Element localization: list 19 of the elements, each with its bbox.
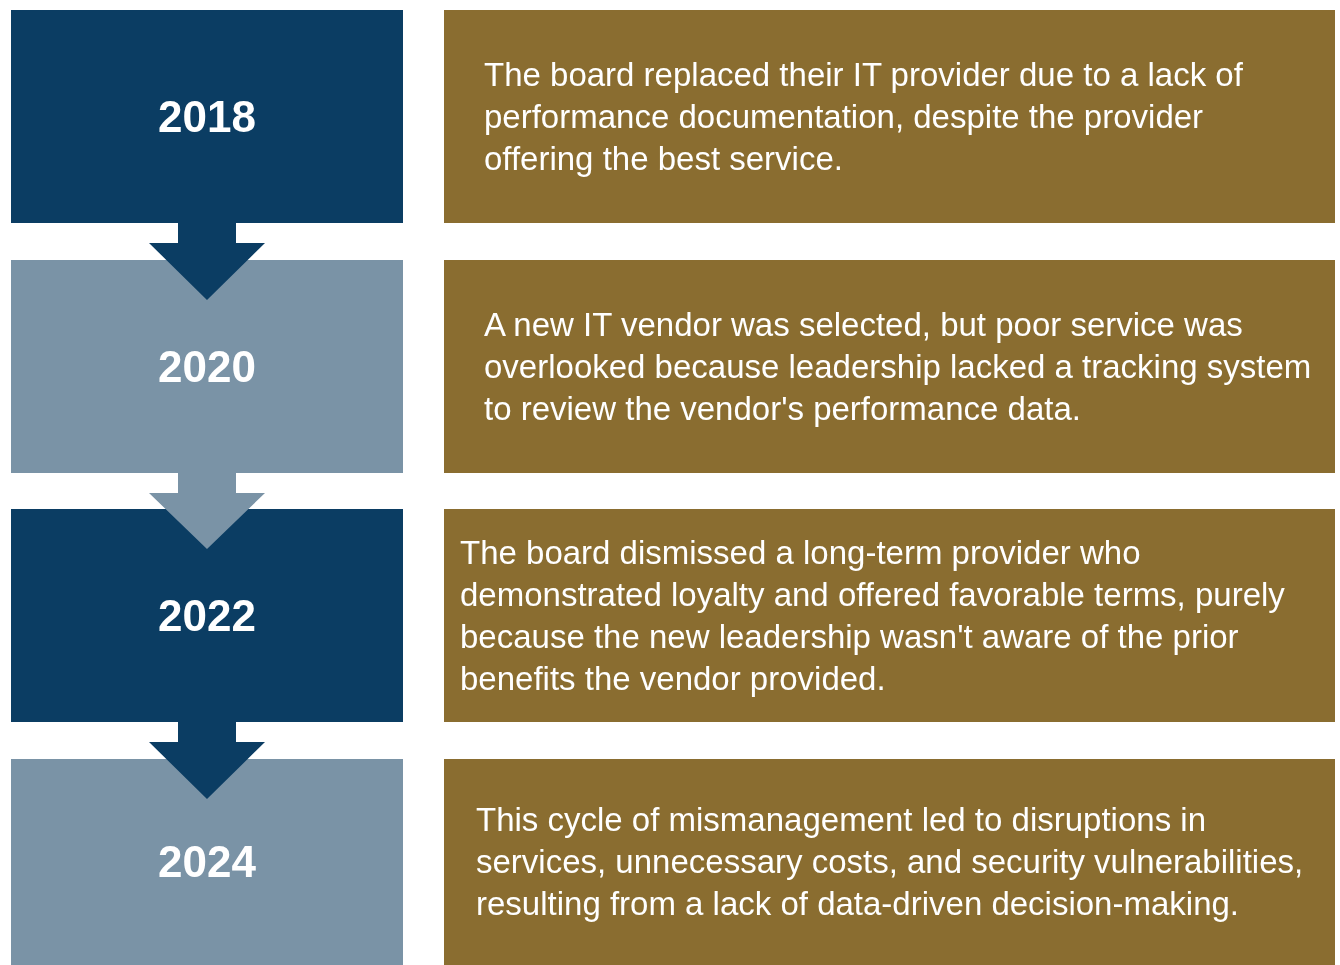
- block-arrow: [149, 722, 265, 799]
- year-label: 2022: [158, 590, 256, 641]
- year-box: [11, 10, 403, 223]
- year-box: [11, 509, 403, 722]
- year-label: 2020: [158, 341, 256, 392]
- description-text: The board replaced their IT provider due to a lack of performance documentation, despite the provider offering the best service.: [484, 54, 1244, 179]
- year-label: 2018: [158, 91, 256, 142]
- description-box: [444, 759, 1335, 965]
- year-label: 2024: [158, 837, 256, 887]
- description-text: A new IT vendor was selected, but poor service was overlooked because leadership lacked a tracking system to review the vendor's performance data.: [484, 304, 1313, 429]
- year-box: [11, 260, 403, 473]
- block-arrow: [149, 473, 265, 549]
- description-box: [444, 260, 1335, 473]
- description-text: The board dismissed a long-term provider who demonstrated loyalty and offered favorable terms, purely because the new leadership wasn't aware of the prior benefits the vendor provided.: [460, 532, 1286, 699]
- year-box: [11, 759, 403, 965]
- description-box: [444, 10, 1335, 223]
- description-text: This cycle of mismanagement led to disruptions in services, unnecessary costs, and security vulnerabilities, resulting from a lack of data-driven decision-making.: [476, 800, 1305, 924]
- description-box: [444, 509, 1335, 722]
- block-arrow: [149, 223, 265, 300]
